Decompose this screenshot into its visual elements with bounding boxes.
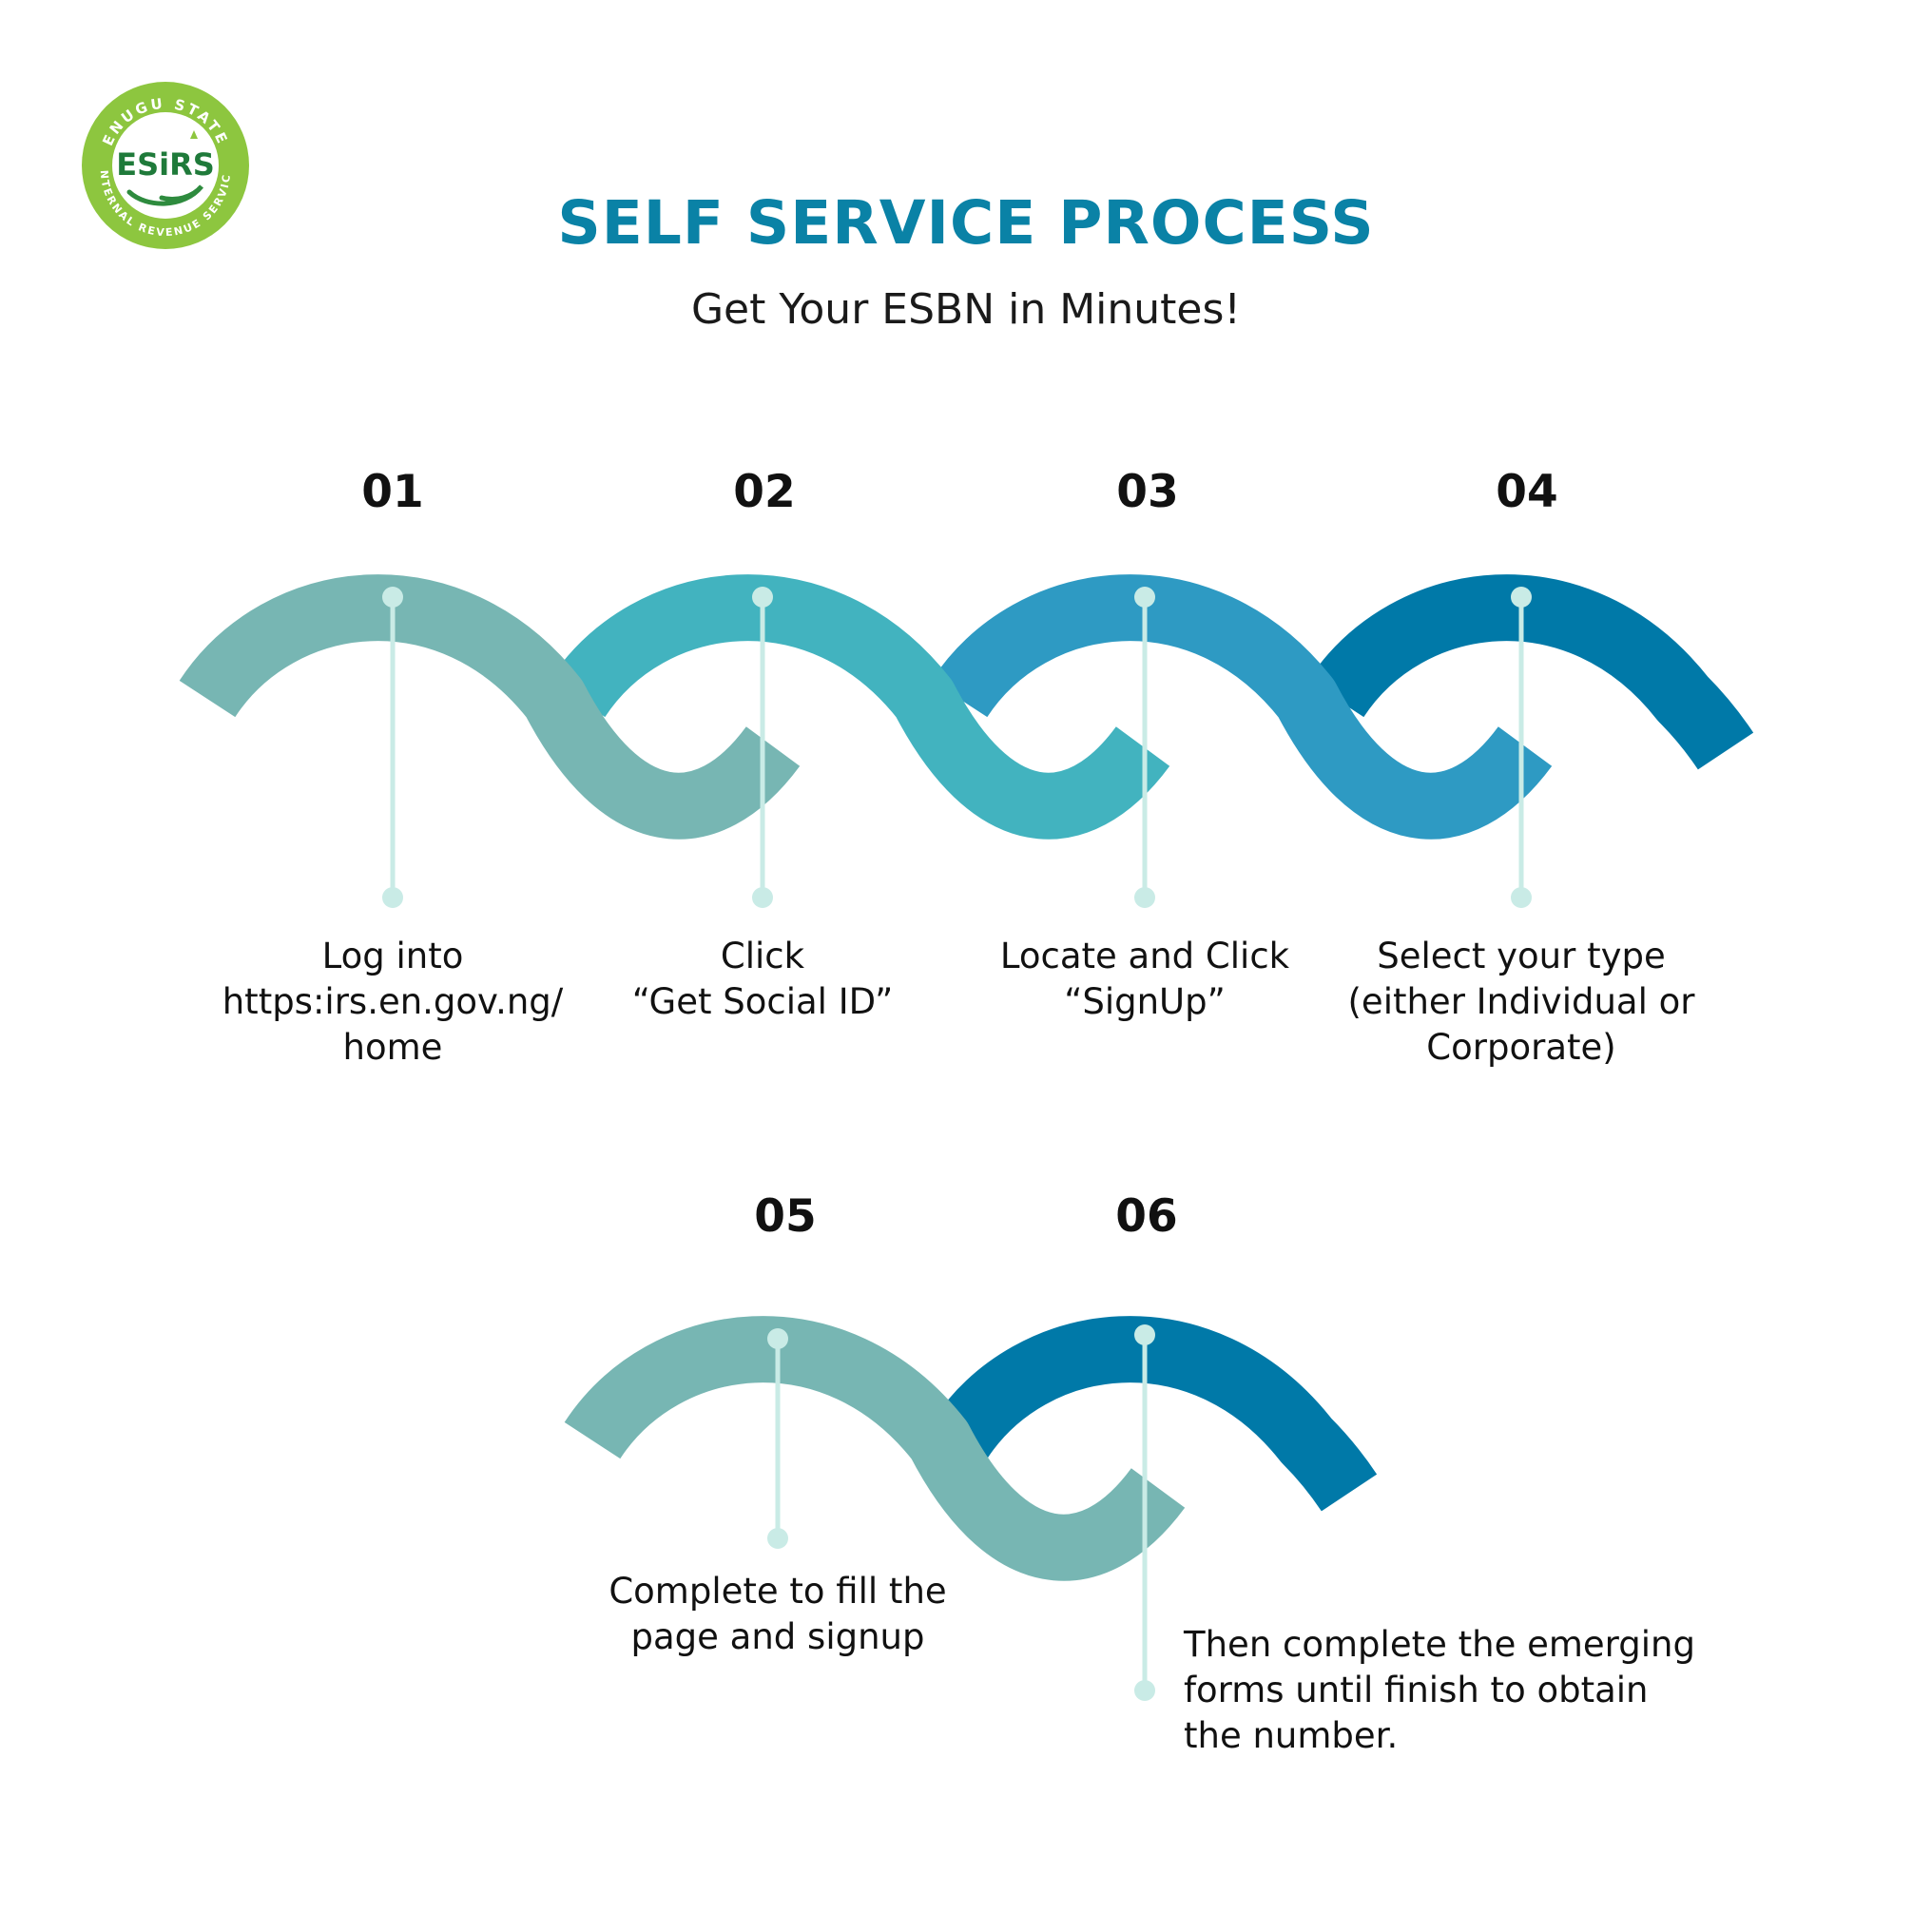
- top-dot-step-02: [752, 587, 773, 608]
- ribbon-step-03: [931, 574, 1553, 840]
- bottom-dot-step-06: [1134, 1680, 1155, 1701]
- ribbon-step-02: [549, 574, 1170, 840]
- logo-star-icon: [190, 130, 198, 139]
- step-number-04: 04: [1496, 466, 1558, 518]
- ribbon-step-04: [1307, 574, 1754, 770]
- step-text-04: Select your type (either Individual or C…: [1347, 936, 1695, 1068]
- bottom-dot-step-03: [1134, 887, 1155, 908]
- ribbon-step-01-wave: [179, 574, 801, 840]
- ribbon-step-05: [564, 1316, 1186, 1581]
- bottom-dot-step-04: [1511, 887, 1532, 908]
- top-dot-step-03: [1134, 587, 1155, 608]
- step-number-01: 01: [361, 466, 424, 518]
- page-subtitle: Get Your ESBN in Minutes!: [690, 285, 1242, 334]
- page-title: SELF SERVICE PROCESS: [557, 188, 1375, 258]
- ribbon-step-06: [931, 1316, 1378, 1512]
- step-text-05: Complete to fill the page and signup: [609, 1571, 947, 1657]
- top-dot-step-01: [382, 587, 403, 608]
- top-dot-step-06: [1134, 1324, 1155, 1345]
- step-text-06: Then complete the emerging forms until f…: [1184, 1624, 1695, 1756]
- step-text-03: Locate and Click “SignUp”: [999, 936, 1290, 1022]
- bottom-dot-step-01: [382, 887, 403, 908]
- esirs-logo: ENUGU STATE INTERNAL REVENUE SERVICE ESi…: [80, 80, 249, 249]
- step-number-03: 03: [1116, 466, 1179, 518]
- bottom-dot-step-02: [752, 887, 773, 908]
- top-dot-step-04: [1511, 587, 1532, 608]
- step-number-06: 06: [1115, 1190, 1178, 1243]
- connector-stems: [382, 587, 1532, 1701]
- logo-wordmark: ESiRS: [116, 146, 215, 183]
- bottom-dot-step-05: [767, 1528, 788, 1549]
- logo-hand-icon: [126, 184, 203, 206]
- step-text-02: Click “Get Social ID”: [631, 936, 894, 1022]
- step-number-02: 02: [733, 466, 796, 518]
- top-dot-step-05: [767, 1328, 788, 1349]
- step-number-05: 05: [754, 1190, 817, 1243]
- step-text-01: Log into https:irs.en.gov.ng/ home: [222, 936, 564, 1068]
